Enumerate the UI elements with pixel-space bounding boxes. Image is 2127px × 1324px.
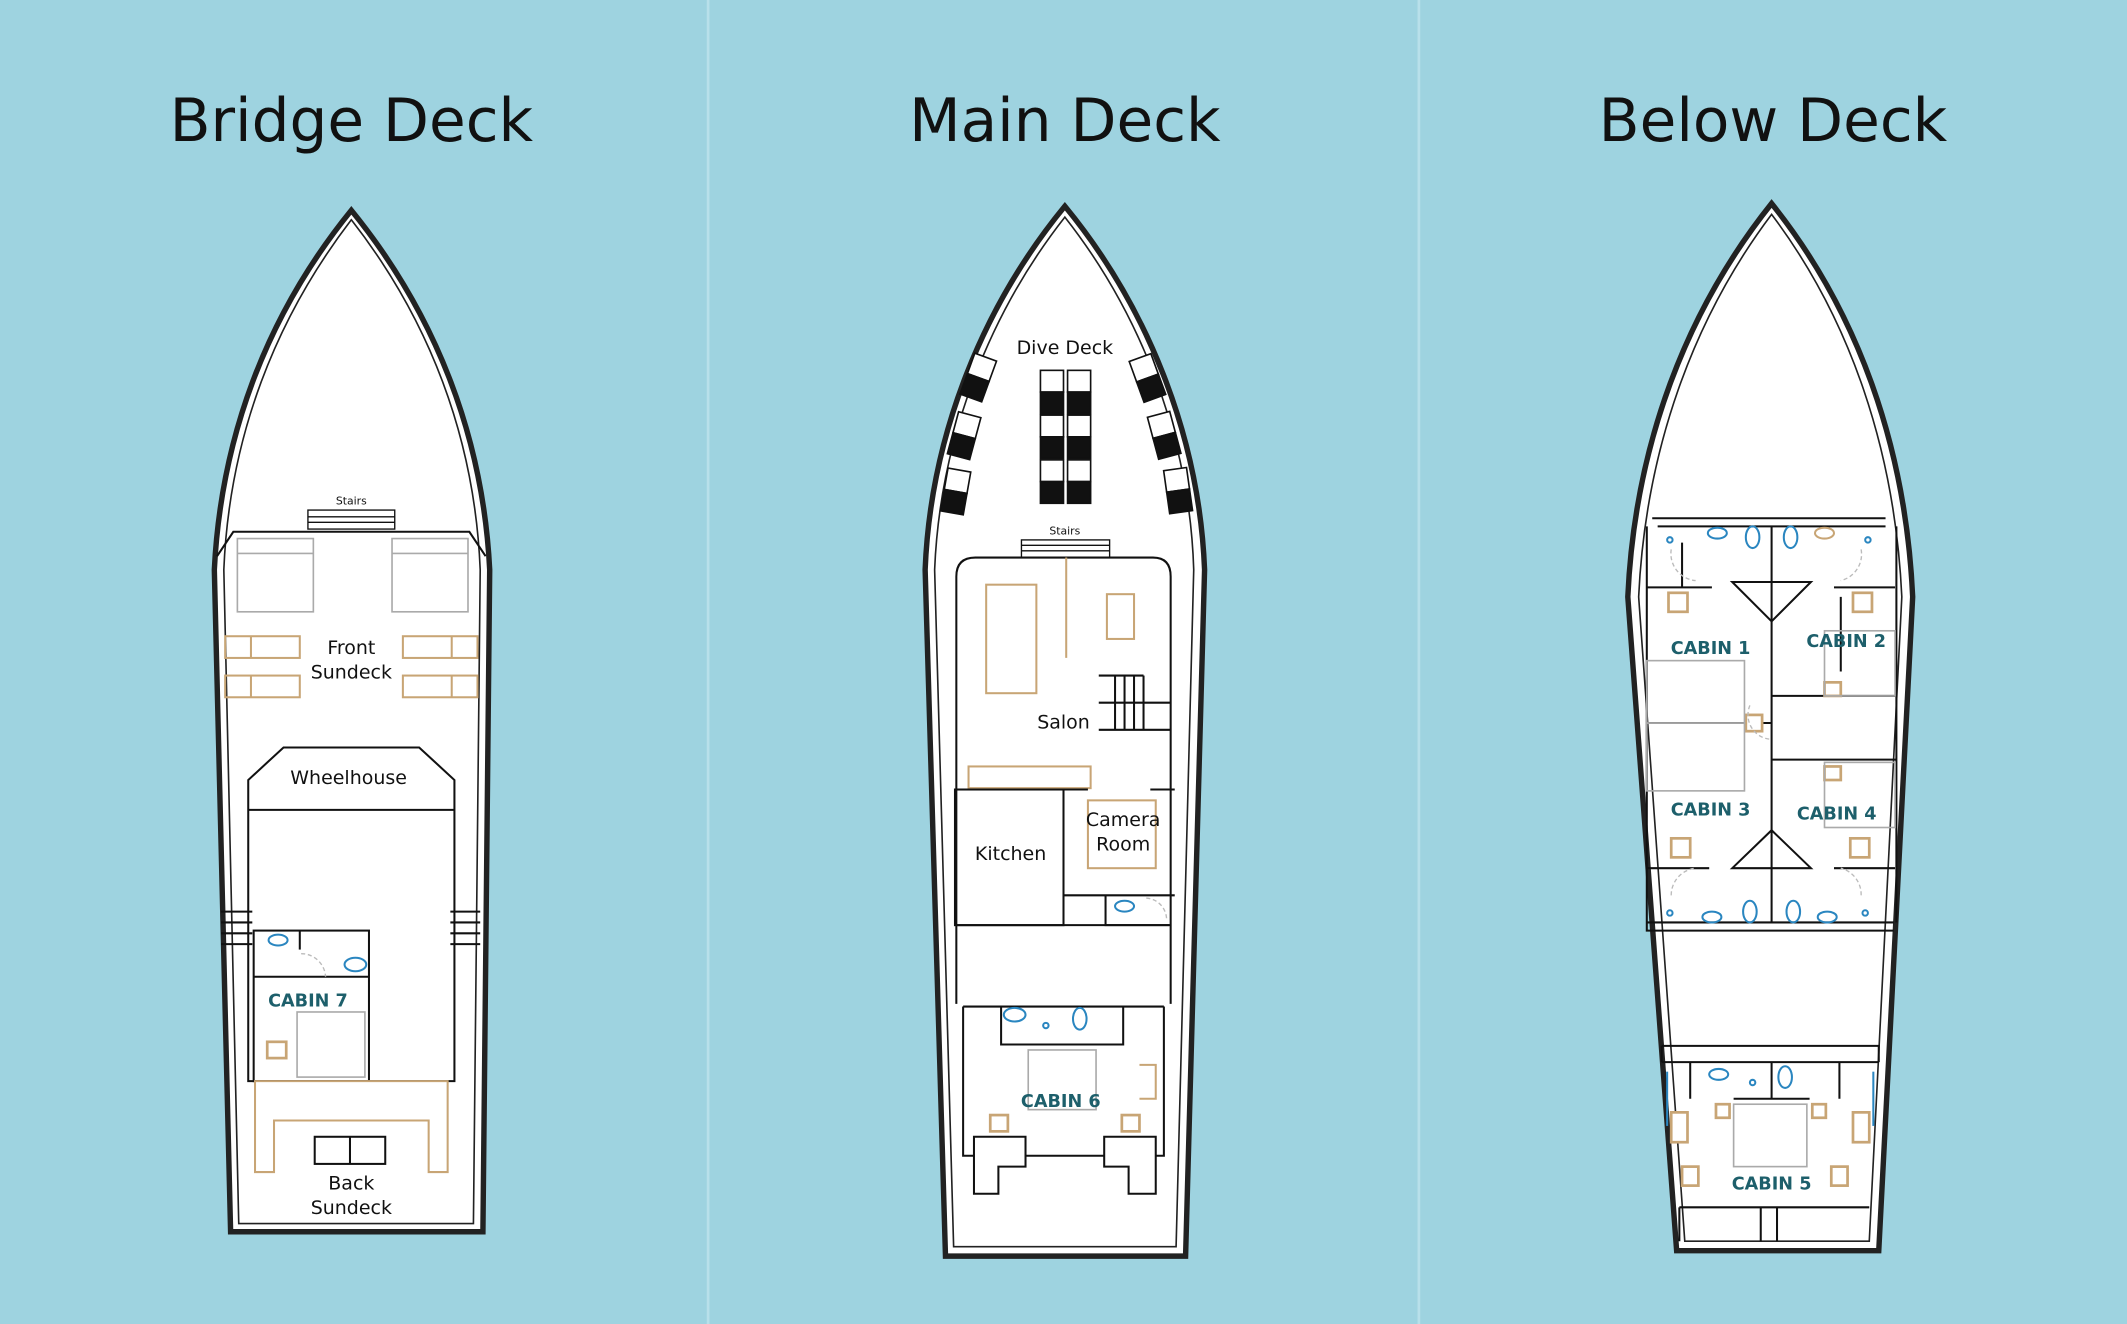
bed [296, 1011, 366, 1078]
cabin-6-label: CABIN 6 [1021, 1092, 1101, 1112]
cabin-7-label: CABIN 7 [268, 992, 348, 1012]
dive-tank-racks [939, 352, 1194, 516]
cabin-4-label: CABIN 4 [1797, 804, 1877, 824]
stairs-label: Stairs [336, 495, 367, 508]
sink-icon [1114, 899, 1136, 913]
cabin-6-room [962, 1005, 1165, 1157]
sink-icon [267, 933, 289, 947]
wheelhouse [247, 746, 456, 1083]
chair [265, 1040, 288, 1060]
bed [1027, 1049, 1097, 1111]
sofa [985, 583, 1038, 695]
back-sundeck-label: Back [328, 1173, 374, 1195]
cabin-5-room: CABIN 5 [1660, 1044, 1880, 1242]
bridge-deck-title: Bridge Deck [170, 87, 534, 156]
cabinet [1105, 593, 1136, 640]
camera-room-label: Room [1096, 834, 1150, 856]
chair [1120, 1113, 1141, 1133]
railing [216, 530, 487, 557]
stairs [307, 509, 396, 530]
counter [967, 765, 1092, 790]
main-deck-panel: Main Deck Dive Deck Stairs Salon Ki [909, 87, 1221, 1259]
salon-walls [955, 556, 1172, 1004]
cabin-3-label: CABIN 3 [1671, 800, 1751, 820]
inner-stairs [1098, 674, 1171, 731]
toilet-icon [343, 956, 368, 973]
back-sundeck-seating [254, 1080, 449, 1174]
dive-platform-steps [972, 1135, 1157, 1195]
sink-icon [1002, 1006, 1027, 1023]
kitchen-label: Kitchen [975, 843, 1046, 865]
main-deck-hull [922, 201, 1208, 1259]
dive-deck-label: Dive Deck [1017, 337, 1114, 359]
salon-label: Salon [1037, 711, 1090, 733]
bench [224, 635, 301, 659]
cabin-2-label: CABIN 2 [1806, 632, 1886, 652]
main-deck-title: Main Deck [909, 87, 1221, 156]
cabin-5-label: CABIN 5 [1732, 1175, 1812, 1195]
camera-table [1086, 799, 1157, 870]
stairs-label: Stairs [1049, 524, 1080, 537]
bench [401, 635, 479, 659]
cabins-1-4-block: CABIN 1 CABIN 2 CABIN 3 CABIN 4 [1645, 517, 1898, 932]
back-sundeck-label: Sundeck [311, 1197, 392, 1219]
front-sundeck-label: Front [327, 637, 375, 659]
camera-room-label: Camera [1086, 809, 1161, 831]
below-deck-hull [1625, 199, 1916, 1254]
below-deck-panel: Below Deck CABIN 1 CABIN 2 CABIN 3 CABIN… [1599, 87, 1948, 1254]
toilet-icon [1071, 1006, 1088, 1031]
bench [401, 674, 479, 699]
chair [988, 1113, 1010, 1133]
sunbed [236, 537, 315, 613]
below-deck-title: Below Deck [1599, 87, 1948, 156]
stairs [1020, 539, 1111, 559]
front-sundeck-label: Sundeck [311, 661, 392, 683]
cabin-1-label: CABIN 1 [1671, 639, 1751, 659]
sunbed [391, 537, 469, 613]
bench [224, 674, 301, 699]
bridge-deck-panel: Bridge Deck Stairs Front Sundeck Wheelho… [170, 87, 534, 1235]
wheelhouse-label: Wheelhouse [290, 767, 407, 789]
